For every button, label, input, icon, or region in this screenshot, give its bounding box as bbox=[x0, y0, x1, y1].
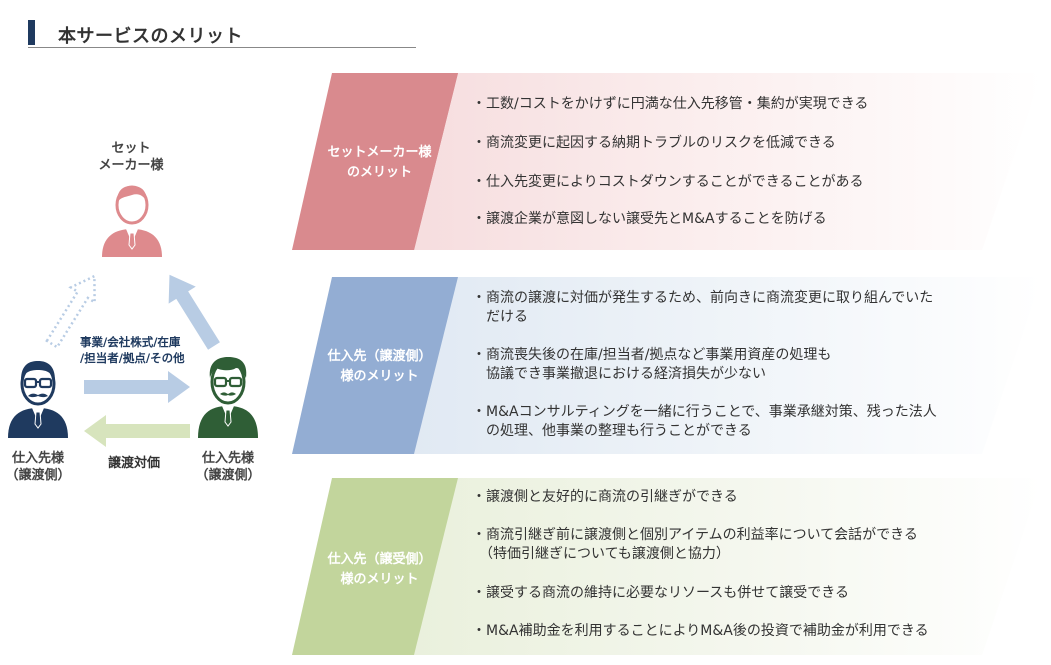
benefit-item: ・商流引継ぎ前に譲渡側と個別アイテムの利益率について会話ができる bbox=[472, 527, 918, 543]
set-maker-label: セット メーカー様 bbox=[98, 141, 164, 173]
band-background-seller bbox=[292, 277, 1042, 454]
benefit-item: ・商流変更に起因する納期トラブルのリスクを低減できる bbox=[472, 135, 836, 151]
arrow-buyer-to-set-maker bbox=[168, 274, 220, 350]
dotted-arrow-up-left bbox=[45, 274, 96, 349]
benefit-band-seller: 仕入先（譲渡側） 様のメリット ・商流の譲渡に対価が発生するため、前向きに商流変… bbox=[292, 277, 1042, 454]
benefit-item: ・譲受する商流の維持に必要なリソースも併せて譲受できる bbox=[472, 585, 850, 601]
arrow-transfer-right bbox=[84, 371, 190, 403]
seller-person-icon bbox=[8, 361, 68, 438]
band-background-buyer bbox=[292, 478, 1042, 655]
benefit-item: ・商流喪失後の在庫/担当者/拠点など事業用資産の処理も bbox=[472, 347, 832, 363]
benefit-item-continued: 協議でき事業撤退における経済損失が少ない bbox=[472, 366, 766, 382]
benefit-item: ・譲渡側と友好的に商流の引継ぎができる bbox=[472, 489, 738, 505]
benefit-band-set-maker: セットメーカー様 のメリット ・工数/コストをかけずに円満な仕入先移管・集約が実… bbox=[292, 73, 1042, 250]
benefit-item: ・工数/コストをかけずに円満な仕入先移管・集約が実現できる bbox=[472, 96, 869, 112]
benefit-item: ・M&A補助金を利用することによりM&A後の投資で補助金が利用できる bbox=[472, 623, 929, 639]
page-title: 本サービスのメリット bbox=[58, 26, 243, 47]
payment-label: 譲渡対価 bbox=[108, 456, 161, 471]
benefit-band-buyer: 仕入先（譲受側） 様のメリット ・譲渡側と友好的に商流の引継ぎができる ・商流引… bbox=[292, 478, 1042, 655]
buyer-label: 仕入先様 （譲渡側） bbox=[195, 451, 261, 483]
band-background-set-maker bbox=[292, 73, 1042, 250]
benefit-item-continued: の処理、他事業の整理も行うことができる bbox=[472, 423, 752, 439]
band-label-set-maker: セットメーカー様 のメリット bbox=[327, 145, 432, 180]
benefit-item: ・商流の譲渡に対価が発生するため、前向きに商流変更に取り組んでいた bbox=[472, 290, 934, 306]
transfer-items-label: 事業/会社株式/在庫 /担当者/拠点/その他 bbox=[80, 335, 185, 365]
band-label-buyer: 仕入先（譲受側） 様のメリット bbox=[327, 552, 432, 587]
arrow-payment-left bbox=[84, 415, 190, 447]
benefit-item: ・M&Aコンサルティングを一緒に行うことで、事業承継対策、残った法人 bbox=[472, 404, 937, 420]
section-header: 本サービスのメリット bbox=[28, 20, 416, 48]
seller-label: 仕入先様 （譲渡側） bbox=[5, 451, 71, 483]
title-accent-bar bbox=[28, 20, 35, 45]
set-maker-person-icon bbox=[102, 185, 162, 257]
benefit-item: ・譲渡企業が意図しない譲受先とM&Aすることを防げる bbox=[472, 211, 827, 227]
benefit-item-continued: （特価引継ぎについても譲渡側と協力） bbox=[472, 546, 730, 562]
buyer-person-icon bbox=[198, 357, 258, 438]
benefit-item: ・仕入先変更によりコストダウンすることができることがある bbox=[472, 174, 864, 190]
benefit-item-continued: だける bbox=[472, 309, 528, 325]
band-label-seller: 仕入先（譲渡側） 様のメリット bbox=[327, 349, 432, 384]
